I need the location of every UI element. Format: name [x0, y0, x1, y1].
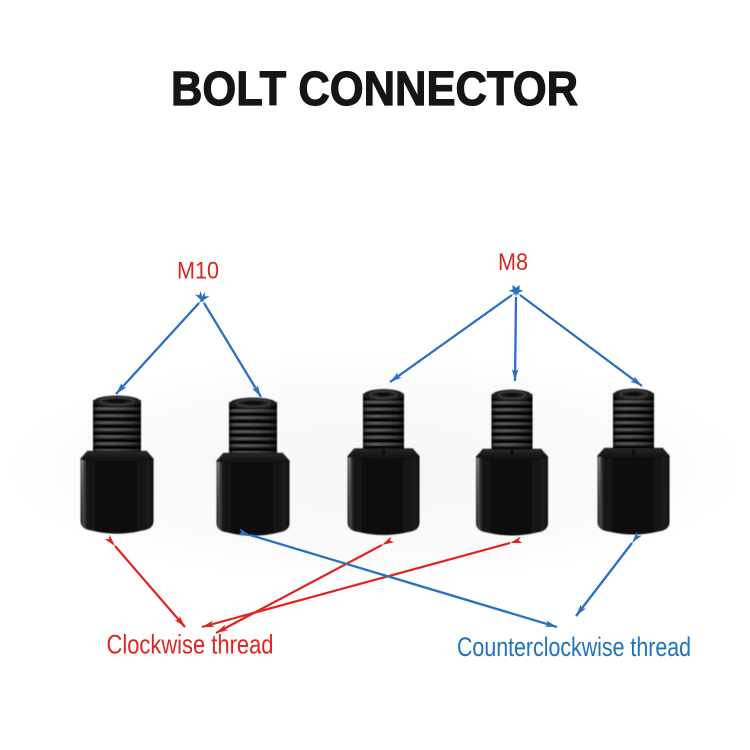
svg-text:Clockwise thread: Clockwise thread [107, 630, 274, 660]
svg-text:M8: M8 [498, 249, 528, 276]
svg-text:BOLT CONNECTOR: BOLT CONNECTOR [171, 63, 578, 116]
svg-text:M10: M10 [177, 258, 219, 285]
svg-text:Counterclockwise thread: Counterclockwise thread [457, 632, 691, 662]
